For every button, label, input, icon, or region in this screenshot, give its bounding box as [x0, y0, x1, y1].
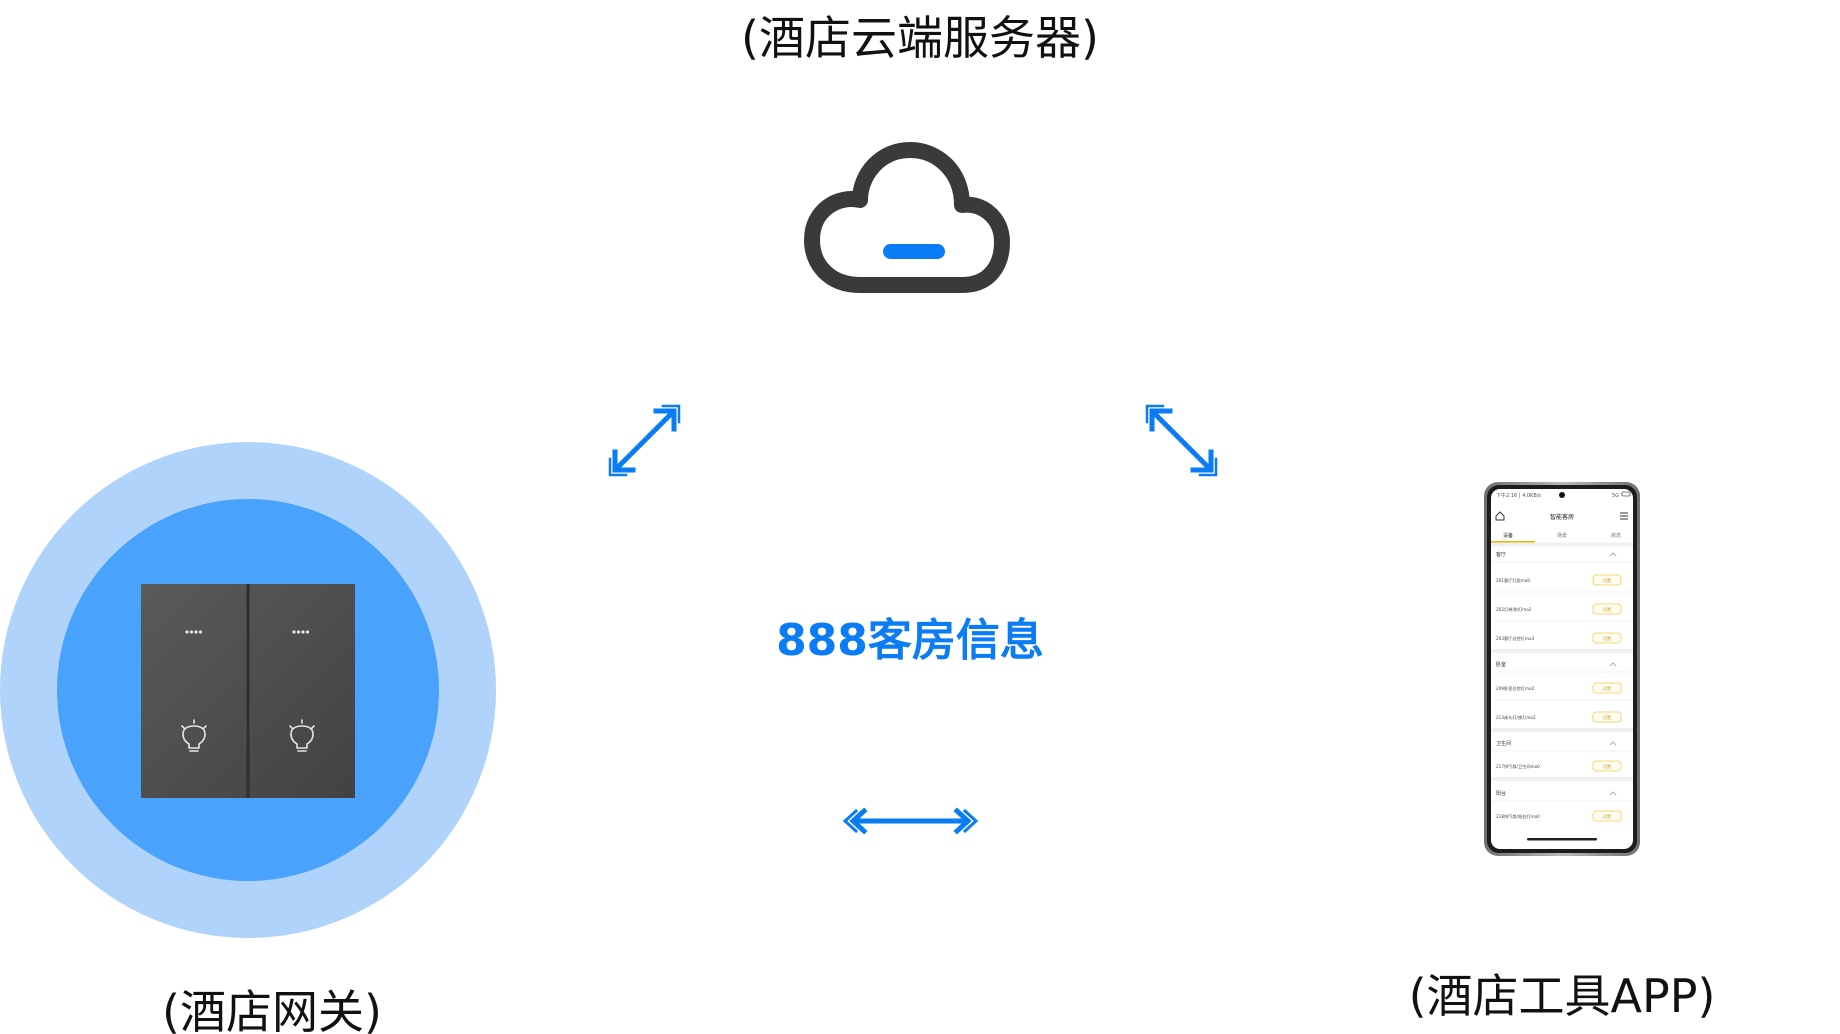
cloud-status-bar — [883, 244, 945, 259]
home-icon[interactable] — [1495, 511, 1505, 521]
device-action-button[interactable] — [1592, 632, 1622, 644]
device-item: 218排气扇/阳台灯mo0 — [1496, 813, 1540, 820]
home-indicator — [1527, 838, 1597, 841]
svg-text:设置: 设置 — [1603, 606, 1611, 612]
center-info-label: 888客房信息 — [776, 615, 1044, 666]
indicator-dots — [292, 630, 310, 634]
svg-text:设置: 设置 — [1603, 813, 1611, 819]
svg-text:下午2:16 | 4.0KB/s: 下午2:16 | 4.0KB/s — [1496, 492, 1541, 499]
section-header: 卫生间 — [1496, 740, 1511, 747]
svg-text:设置: 设置 — [1603, 714, 1611, 720]
tab-devices[interactable]: 设备 — [1503, 532, 1513, 539]
camera-icon — [1559, 492, 1565, 498]
menu-icon[interactable] — [1620, 512, 1628, 520]
indicator-dots — [185, 630, 203, 634]
svg-text:设置: 设置 — [1603, 763, 1611, 769]
bulb-icon — [289, 719, 315, 752]
device-item: 201客厅灯组mo0 — [1496, 577, 1530, 584]
svg-text:5G: 5G — [1612, 493, 1619, 499]
cloud-server-label: (酒店云端服务器) — [741, 11, 1099, 65]
svg-text:设置: 设置 — [1603, 685, 1611, 691]
section-header: 阳台 — [1496, 790, 1506, 797]
smart-switch-panel — [141, 584, 355, 798]
device-action-button[interactable] — [1592, 810, 1622, 822]
device-action-button[interactable] — [1592, 711, 1622, 723]
device-action-button[interactable] — [1592, 603, 1622, 615]
gateway-label: (酒店网关) — [162, 985, 382, 1034]
double-arrow-icon — [1145, 404, 1218, 477]
device-action-button[interactable] — [1592, 574, 1622, 586]
app-label: (酒店工具APP) — [1409, 969, 1716, 1023]
device-item: 203客厅总控灯mo3 — [1496, 635, 1535, 642]
device-item: 202灯带/射灯mo2 — [1496, 606, 1532, 613]
gateway-node — [0, 442, 496, 938]
device-action-button[interactable] — [1592, 682, 1622, 694]
section-header: 客厅 — [1496, 551, 1506, 558]
tab-indicator — [1491, 541, 1535, 543]
svg-text:设置: 设置 — [1603, 635, 1611, 641]
bulb-icon — [181, 719, 207, 752]
device-item: 213床头灯/夜灯mo2 — [1496, 714, 1536, 721]
double-arrow-icon — [842, 807, 979, 835]
device-action-button[interactable] — [1592, 760, 1622, 772]
smartphone-icon: 下午2:16 | 4.0KB/s 5G 智能客房 设备 场景 房态 客厅 201… — [1484, 482, 1640, 856]
svg-text:设置: 设置 — [1603, 577, 1611, 583]
cloud-icon — [804, 142, 1010, 293]
tab-room-status[interactable]: 房态 — [1611, 532, 1621, 539]
app-title: 智能客房 — [1550, 513, 1574, 521]
device-item: 209卧室总控灯mo2 — [1496, 685, 1535, 692]
tab-scenes[interactable]: 场景 — [1557, 532, 1567, 539]
double-arrow-icon — [608, 404, 681, 477]
device-item: 217排气扇/卫生间mo0 — [1496, 763, 1540, 770]
section-header: 卧室 — [1496, 661, 1506, 668]
